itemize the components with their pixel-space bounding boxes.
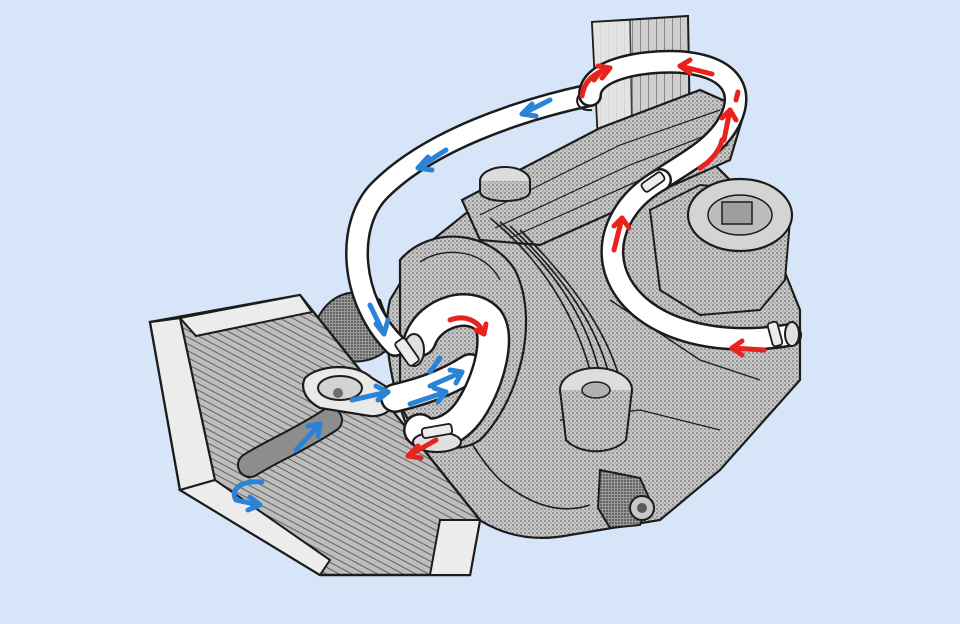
hot-arrow-3 (719, 107, 739, 143)
hose-clamps (394, 171, 784, 439)
cold-arrow-8 (231, 479, 265, 513)
cold-arrow-3 (367, 302, 391, 337)
hot-arrow-10 (733, 89, 741, 103)
distributor (559, 367, 633, 453)
cold-arrow-6 (349, 383, 391, 403)
thermostat-housing (302, 366, 398, 418)
carburetor (648, 177, 794, 317)
hot-arrow-4 (697, 137, 725, 171)
hot-arrow-5 (611, 215, 632, 253)
cold-arrow-9 (427, 355, 443, 375)
hot-arrow-9 (591, 69, 603, 83)
engine-mount-front (596, 468, 655, 530)
cold-arrow-4 (407, 385, 449, 407)
oil-filler-cap (479, 166, 531, 202)
hot-flow-arrows (405, 57, 767, 461)
cold-flow-arrows (231, 97, 553, 513)
cold-arrow-2 (415, 147, 449, 173)
spark-plug-wires (489, 217, 621, 381)
hot-arrow-6 (729, 338, 767, 358)
hot-arrow-7 (447, 315, 489, 337)
hot-arrow-2 (677, 57, 715, 77)
cold-arrow-1 (519, 97, 553, 119)
hot-arrow-8 (405, 437, 439, 461)
hot-arrow-1 (579, 63, 613, 99)
cold-arrow-7 (293, 421, 323, 453)
cold-arrow-5 (427, 367, 465, 389)
carburetor-hose (600, 168, 802, 351)
